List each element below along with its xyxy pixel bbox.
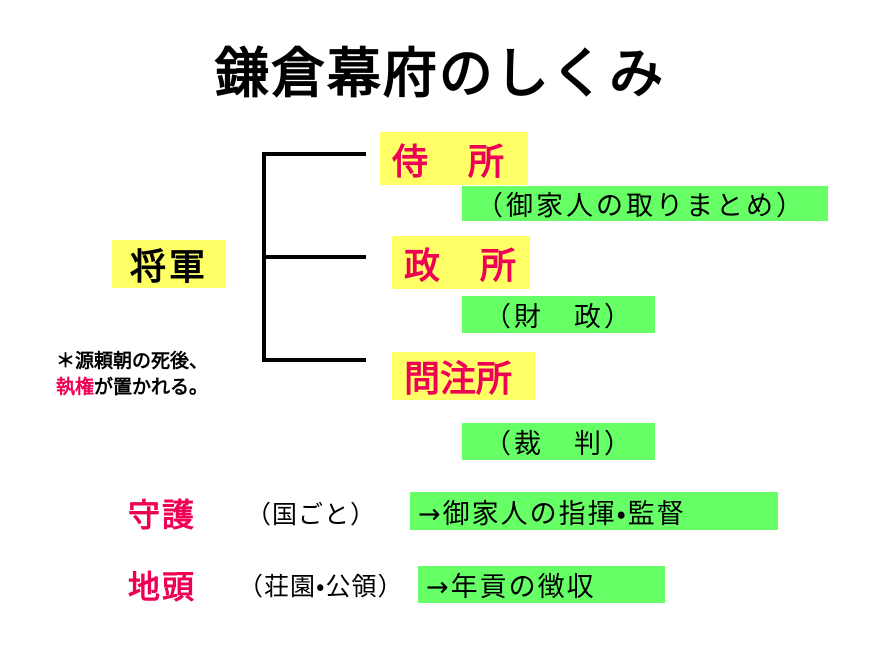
organ-desc-mandokoro: （財 政） <box>462 296 655 333</box>
regent-footnote: ＊源頼朝の死後、 執権が置かれる。 <box>56 349 256 400</box>
bracket-branch-1 <box>262 152 366 156</box>
footnote-line-1: ＊源頼朝の死後、 <box>56 350 209 372</box>
officer-scope-jito: （荘園・公領） <box>238 572 404 601</box>
organ-name-monchujo: 問注所 <box>392 352 535 400</box>
shogun-label: 将軍 <box>112 240 226 288</box>
organ-name-label: 政 所 <box>404 245 519 287</box>
officer-duty-jito: →年貢の徴収 <box>418 566 665 603</box>
organ-desc-label: （御家人の取りまとめ） <box>476 191 806 222</box>
bracket-branch-2 <box>262 255 366 259</box>
footnote-highlight-term: 執権 <box>56 375 95 398</box>
organ-desc-label: （財 政） <box>484 302 634 333</box>
page-title: 鎌倉幕府のしくみ <box>214 42 666 105</box>
bracket-branch-3 <box>262 358 366 362</box>
organ-desc-samurai-dokoro: （御家人の取りまとめ） <box>462 186 828 222</box>
bracket-connector <box>262 152 368 366</box>
organ-name-label: 侍 所 <box>392 141 507 183</box>
officer-title-jito: 地頭 <box>128 568 197 606</box>
organ-name-label: 問注所 <box>404 359 513 400</box>
officer-title-shugo: 守護 <box>128 496 197 534</box>
organ-name-mandokoro: 政 所 <box>392 236 530 289</box>
organ-desc-label: （裁 判） <box>484 429 634 460</box>
organ-name-samurai-dokoro: 侍 所 <box>380 132 528 185</box>
footnote-line-2-rest: が置かれる。 <box>94 375 209 398</box>
organ-desc-monchujo: （裁 判） <box>462 423 655 460</box>
officer-duty-shugo: →御家人の指揮・監督 <box>410 492 778 530</box>
officer-scope-shugo: （国ごと） <box>246 500 377 529</box>
